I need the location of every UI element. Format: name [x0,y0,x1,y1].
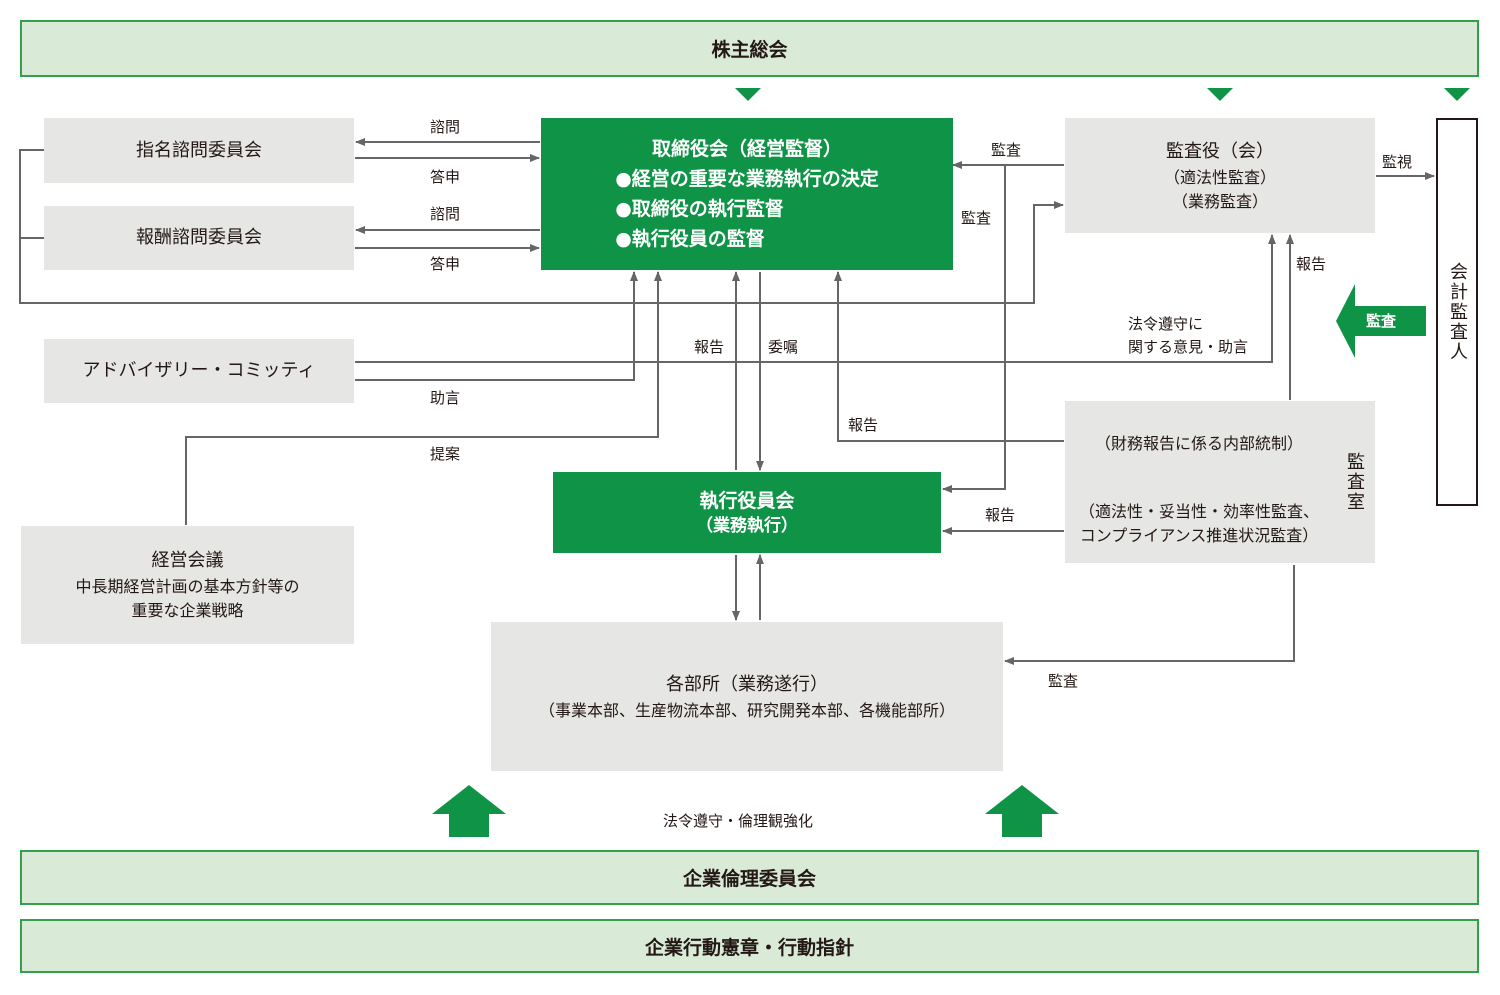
board-item: ●執行役員の監督 [615,228,765,250]
corporate-charter-label: 企業行動憲章・行動指針 [644,936,854,959]
auditors-line1: （適法性監査） [1163,167,1276,187]
nomination-committee-box: 指名諮問委員会 [44,118,354,183]
report-label: 報告 [985,506,1016,524]
shareholders-meeting-label: 株主総会 [711,39,788,61]
audit-label: 監査 [1048,672,1079,690]
report-label: 報告 [1296,255,1327,273]
audit-office-audit-line1: （適法性・妥当性・効率性監査、 [1078,502,1319,521]
executive-committee-title: 執行役員会 [699,489,795,512]
management-meeting-box: 経営会議 中長期経営計画の基本方針等の 重要な企業戦略 [21,526,354,644]
monitoring-label: 監視 [1382,153,1413,171]
audit-office-ic-label: （財務報告に係る内部統制） [1094,434,1303,453]
executive-committee-box: 執行役員会 （業務執行） [553,472,941,553]
audit-office-label: 監査室 [1344,452,1365,512]
executive-committee-sub: （業務執行） [696,515,798,536]
shareholders-meeting-banner: 株主総会 [20,20,1479,77]
external-auditor-box: 会計監査人 [1436,118,1478,506]
auditors-title: 監査役（会） [1166,140,1274,162]
auditors-line2: （業務監査） [1171,191,1268,211]
compensation-committee-box: 報酬諮問委員会 [44,206,354,270]
commission-label: 委嘱 [768,338,799,356]
compliance-ethics-label: 法令遵守・倫理観強化 [663,812,814,830]
departments-box: 各部所（業務遂行） （事業本部、生産物流本部、研究開発本部、各機能部所） [491,622,1003,771]
auditors-box: 監査役（会） （適法性監査） （業務監査） [1065,118,1375,233]
corporate-charter-banner: 企業行動憲章・行動指針 [20,919,1479,973]
report-label: 報告 [848,416,879,434]
board-item: ●経営の重要な業務執行の決定 [615,168,879,190]
board-of-directors-box: 取締役会（経営監督） ●経営の重要な業務執行の決定 ●取締役の執行監督 ●執行役… [541,118,953,270]
board-item: ●取締役の執行監督 [615,198,784,220]
ethics-committee-label: 企業倫理委員会 [682,868,816,890]
audit-label: 監査 [991,141,1022,159]
advice-label: 助言 [430,389,461,407]
compliance-opinion-label: 法令遵守に [1128,315,1204,333]
ethics-committee-banner: 企業倫理委員会 [20,850,1479,905]
report-label: 報告 [694,338,725,356]
inquiry-label: 諮問 [430,205,461,223]
departments-sub: （事業本部、生産物流本部、研究開発本部、各機能部所） [538,700,955,720]
audit-office-audit-line2: コンプライアンス推進状況監査） [1079,526,1319,545]
answer-label: 答申 [430,168,461,186]
external-auditor-label: 会計監査人 [1447,262,1468,362]
inquiry-label: 諮問 [430,118,461,136]
audit-office-box: （財務報告に係る内部統制） （適法性・妥当性・効率性監査、 コンプライアンス推進… [1065,401,1375,563]
proposal-label: 提案 [430,445,461,463]
answer-label: 答申 [430,255,461,273]
audit-label: 監査 [961,209,992,227]
management-meeting-title: 経営会議 [151,550,224,571]
nomination-committee-label: 指名諮問委員会 [136,139,262,161]
management-meeting-line2: 重要な企業戦略 [131,601,244,620]
board-title: 取締役会（経営監督） [651,138,842,160]
compensation-committee-label: 報酬諮問委員会 [136,227,262,248]
departments-title: 各部所（業務遂行） [666,673,828,695]
advisory-committee-label: アドバイザリー・コミッティ [82,360,316,381]
management-meeting-line1: 中長期経営計画の基本方針等の [75,577,300,596]
compliance-opinion-label: 関する意見・助言 [1128,338,1249,356]
advisory-committee-box: アドバイザリー・コミッティ [44,339,354,403]
audit-arrow-label: 監査 [1366,312,1397,330]
